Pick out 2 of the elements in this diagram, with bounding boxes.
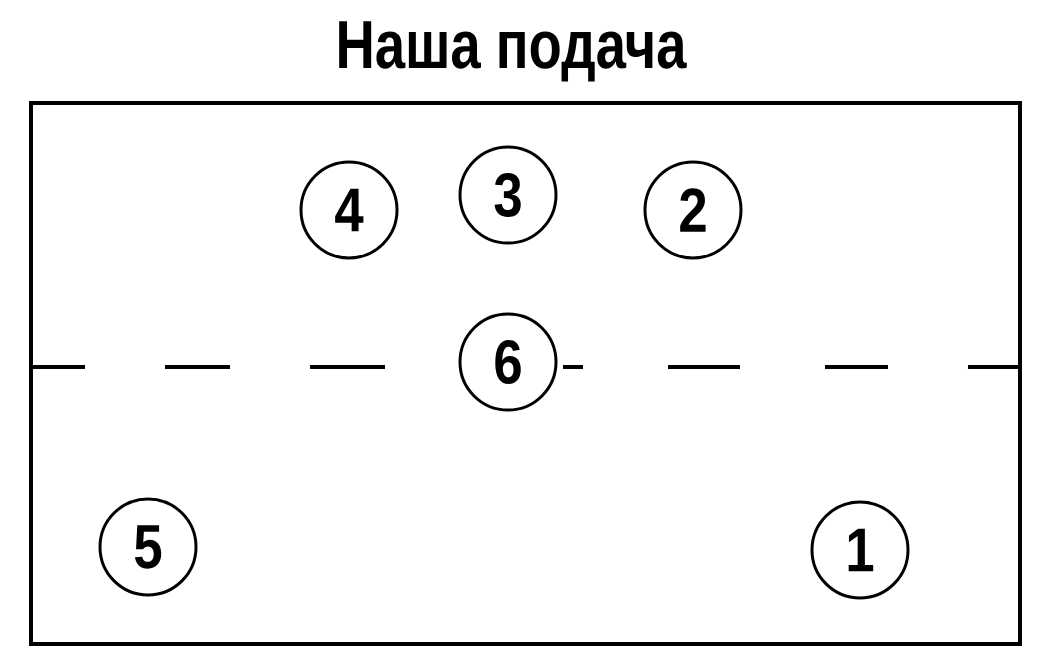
court-outline: [29, 101, 1022, 646]
title: Наша подача: [339, 21, 687, 82]
